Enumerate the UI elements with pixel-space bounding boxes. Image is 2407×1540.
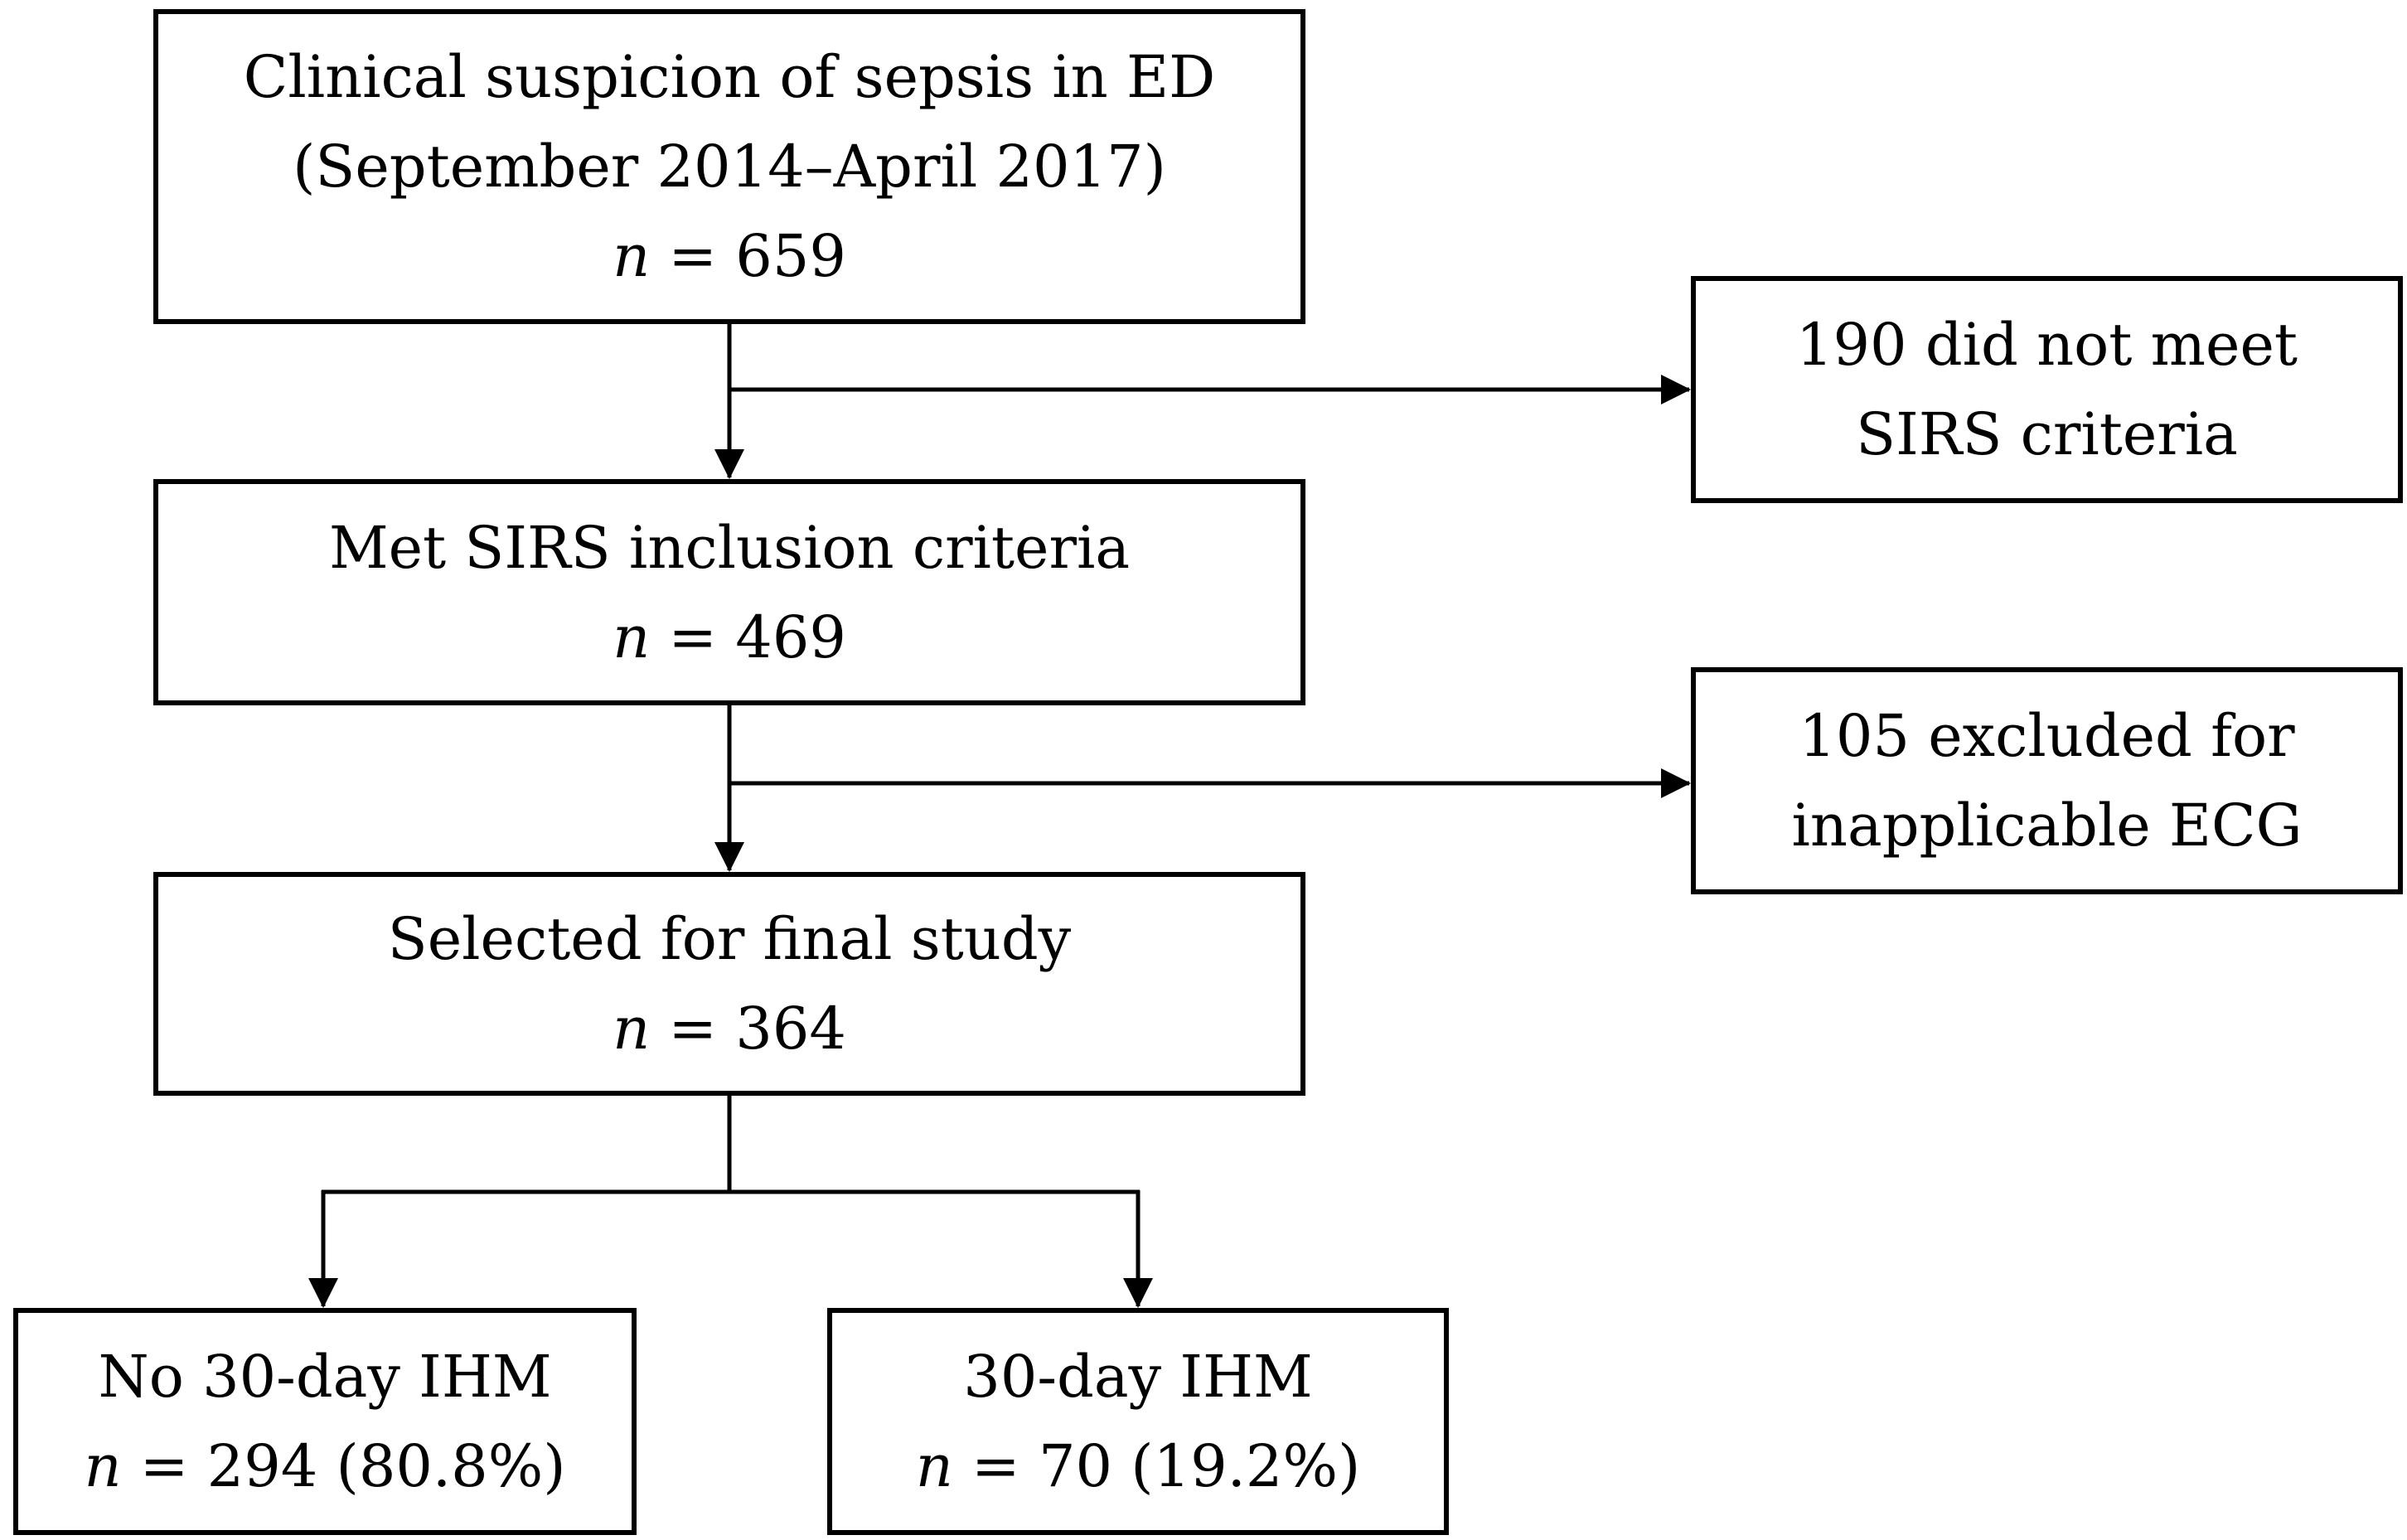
selected-study-count: n = 364 [613,984,846,1073]
no-ihm-count: n = 294 (80.8%) [84,1421,565,1511]
excluded-ecg-line2: inapplicable ECG [1791,792,2303,860]
excluded-sirs-line2: SIRS criteria [1856,400,2238,468]
met-sirs-count: n = 469 [613,593,846,682]
excluded-ecg-box: 105 excluded for inapplicable ECG [1691,667,2403,894]
n-symbol: n [613,995,651,1063]
excluded-ecg-line1: 105 excluded for [1799,702,2295,770]
count-value: = 659 [650,222,846,290]
clinical-suspicion-count: n = 659 [613,211,846,301]
excluded-sirs-line1: 190 did not meet [1795,311,2298,379]
count-value: = 364 [650,995,846,1063]
excluded-sirs-box: 190 did not meet SIRS criteria [1691,276,2403,503]
ihm-label: 30-day IHM [963,1343,1313,1411]
met-sirs-label: Met SIRS inclusion criteria [328,513,1131,582]
ihm-count: n = 70 (19.2%) [916,1421,1361,1511]
no-ihm-label: No 30-day IHM [98,1343,552,1411]
ihm-box: 30-day IHM n = 70 (19.2%) [827,1308,1449,1535]
count-value: = 70 (19.2%) [952,1432,1361,1500]
selected-study-box: Selected for final study n = 364 [153,872,1305,1096]
clinical-suspicion-box: Clinical suspicion of sepsis in ED (Sept… [153,9,1305,324]
no-ihm-box: No 30-day IHM n = 294 (80.8%) [13,1308,637,1535]
n-symbol: n [915,1432,953,1500]
n-symbol: n [84,1432,122,1500]
selected-study-label: Selected for final study [387,905,1072,973]
n-symbol: n [613,222,651,290]
count-value: = 469 [650,603,846,671]
clinical-suspicion-line1: Clinical suspicion of sepsis in ED [243,43,1216,111]
met-sirs-box: Met SIRS inclusion criteria n = 469 [153,479,1305,705]
clinical-suspicion-period: (September 2014–April 2017) [293,133,1166,201]
n-symbol: n [613,603,651,671]
count-value: = 294 (80.8%) [121,1432,566,1500]
